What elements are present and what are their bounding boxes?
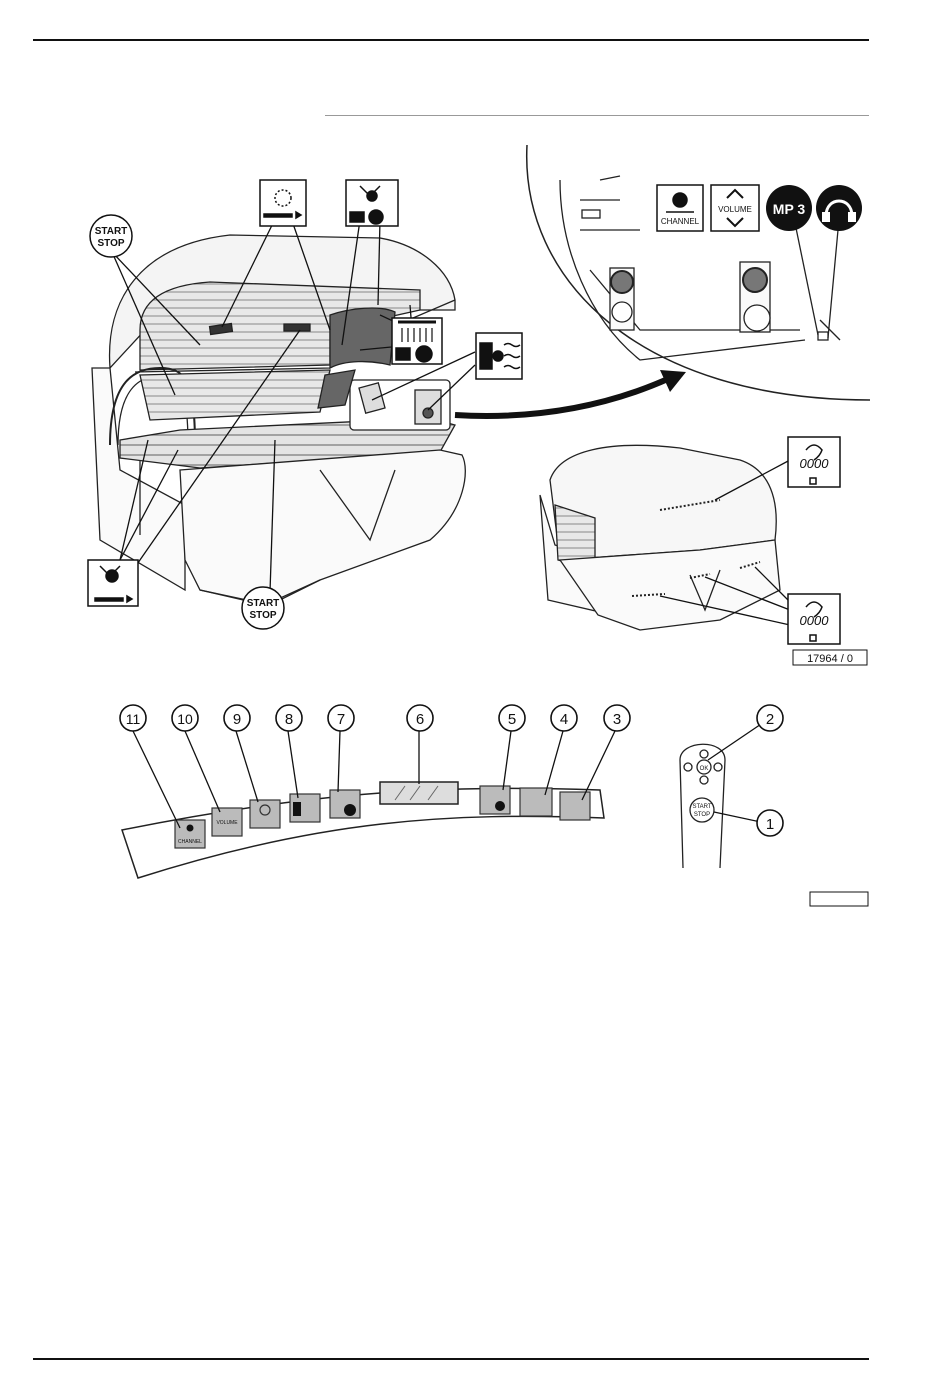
start-label-bottom: START [247,598,280,609]
mp3-icon: MP 3 [766,185,812,231]
start-label: START [95,226,128,237]
display-digits-bottom: 0000 [800,613,830,628]
callout-7-label: 7 [337,711,345,728]
callout-9-label: 9 [233,711,241,728]
panel-channel-label: CHANNEL [178,839,202,845]
stop-label-bottom: STOP [249,610,276,621]
figure-id-box: 17964 / 0 [793,650,867,665]
start-stop-icon-bottom: START STOP [242,587,284,629]
zoom-arrow [455,378,670,416]
remote-ok-label: OK [700,766,709,772]
panel-volume-label: VOLUME [216,820,238,826]
remote-start-stop-button[interactable] [690,798,714,822]
remote-left-button[interactable] [684,763,692,771]
callout-10-label: 10 [177,711,193,727]
remote-up-button[interactable] [700,750,708,758]
mp3-label: MP 3 [773,201,806,217]
volume-label: VOLUME [718,205,752,214]
facial-tanner-icon [346,180,398,226]
air-conditioning-icon [476,333,522,379]
face-cooling-icon [260,180,306,226]
callout-8-label: 8 [285,711,293,728]
zoom-detail [527,145,870,400]
remote-control: OK START STOP [680,744,725,868]
panel-body-cooling-button[interactable] [520,788,552,816]
callout-4-label: 4 [560,711,568,728]
body-cooling-icon [88,560,138,606]
display-icon-bottom: 0000 [788,594,840,644]
remote-stop-label: STOP [694,812,710,818]
callout-2-label: 2 [766,711,774,728]
remote-start-label: START [692,804,711,810]
channel-icon: CHANNEL [657,185,703,231]
callout-6-label: 6 [416,711,424,728]
panel-facial-button[interactable] [480,786,510,814]
remote-down-button[interactable] [700,776,708,784]
empty-figure-box [810,892,868,906]
stop-label: STOP [97,238,124,249]
volume-icon: VOLUME [711,185,759,231]
callout-3-label: 3 [613,711,621,728]
headphone-icon [816,185,862,231]
display-icon-top: 0000 [788,437,840,487]
callout-5-label: 5 [508,711,516,728]
remote-right-button[interactable] [714,763,722,771]
channel-label: CHANNEL [661,217,700,226]
closed-tanning-bed [540,445,780,630]
start-stop-icon-top: START STOP [90,215,132,257]
callout-11-label: 11 [126,711,141,727]
shoulder-tanner-icon [392,318,442,364]
panel-aqua-button[interactable] [560,792,590,820]
panel-shoulder-button[interactable] [330,790,360,818]
figure-id: 17964 / 0 [807,653,853,665]
display-digits-top: 0000 [800,456,830,471]
panel-face-cooling-button[interactable] [250,800,280,828]
callout-1-label: 1 [766,816,774,833]
